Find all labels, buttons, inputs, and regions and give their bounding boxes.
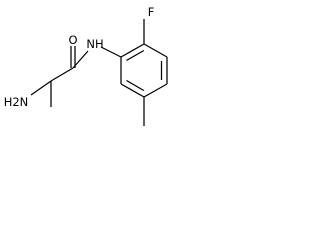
bonds: [30, 19, 168, 126]
oxygen-label: O: [68, 33, 77, 47]
bond-carbonyl-nh: [72, 50, 89, 69]
ring-bond-c2-c3: [143, 43, 168, 58]
ring-bond-c1-c2: [120, 43, 145, 58]
ring-inner-c1-c2: [126, 49, 145, 62]
ring-inner-c5-c6: [126, 79, 145, 92]
atom-labels: O NH F H2N: [4, 5, 155, 109]
structure-diagram: O NH F H2N: [4, 5, 168, 126]
fluorine-label: F: [148, 5, 155, 19]
bond-carbonyl-alpha: [50, 67, 74, 82]
ring-bond-c5-c6: [120, 83, 145, 98]
amine-label: H2N: [4, 95, 29, 109]
bond-alpha-amine: [30, 80, 52, 96]
bond-nh-ring: [100, 46, 122, 58]
nh-label: NH: [86, 37, 103, 51]
ring-bond-c4-c5: [143, 83, 168, 98]
